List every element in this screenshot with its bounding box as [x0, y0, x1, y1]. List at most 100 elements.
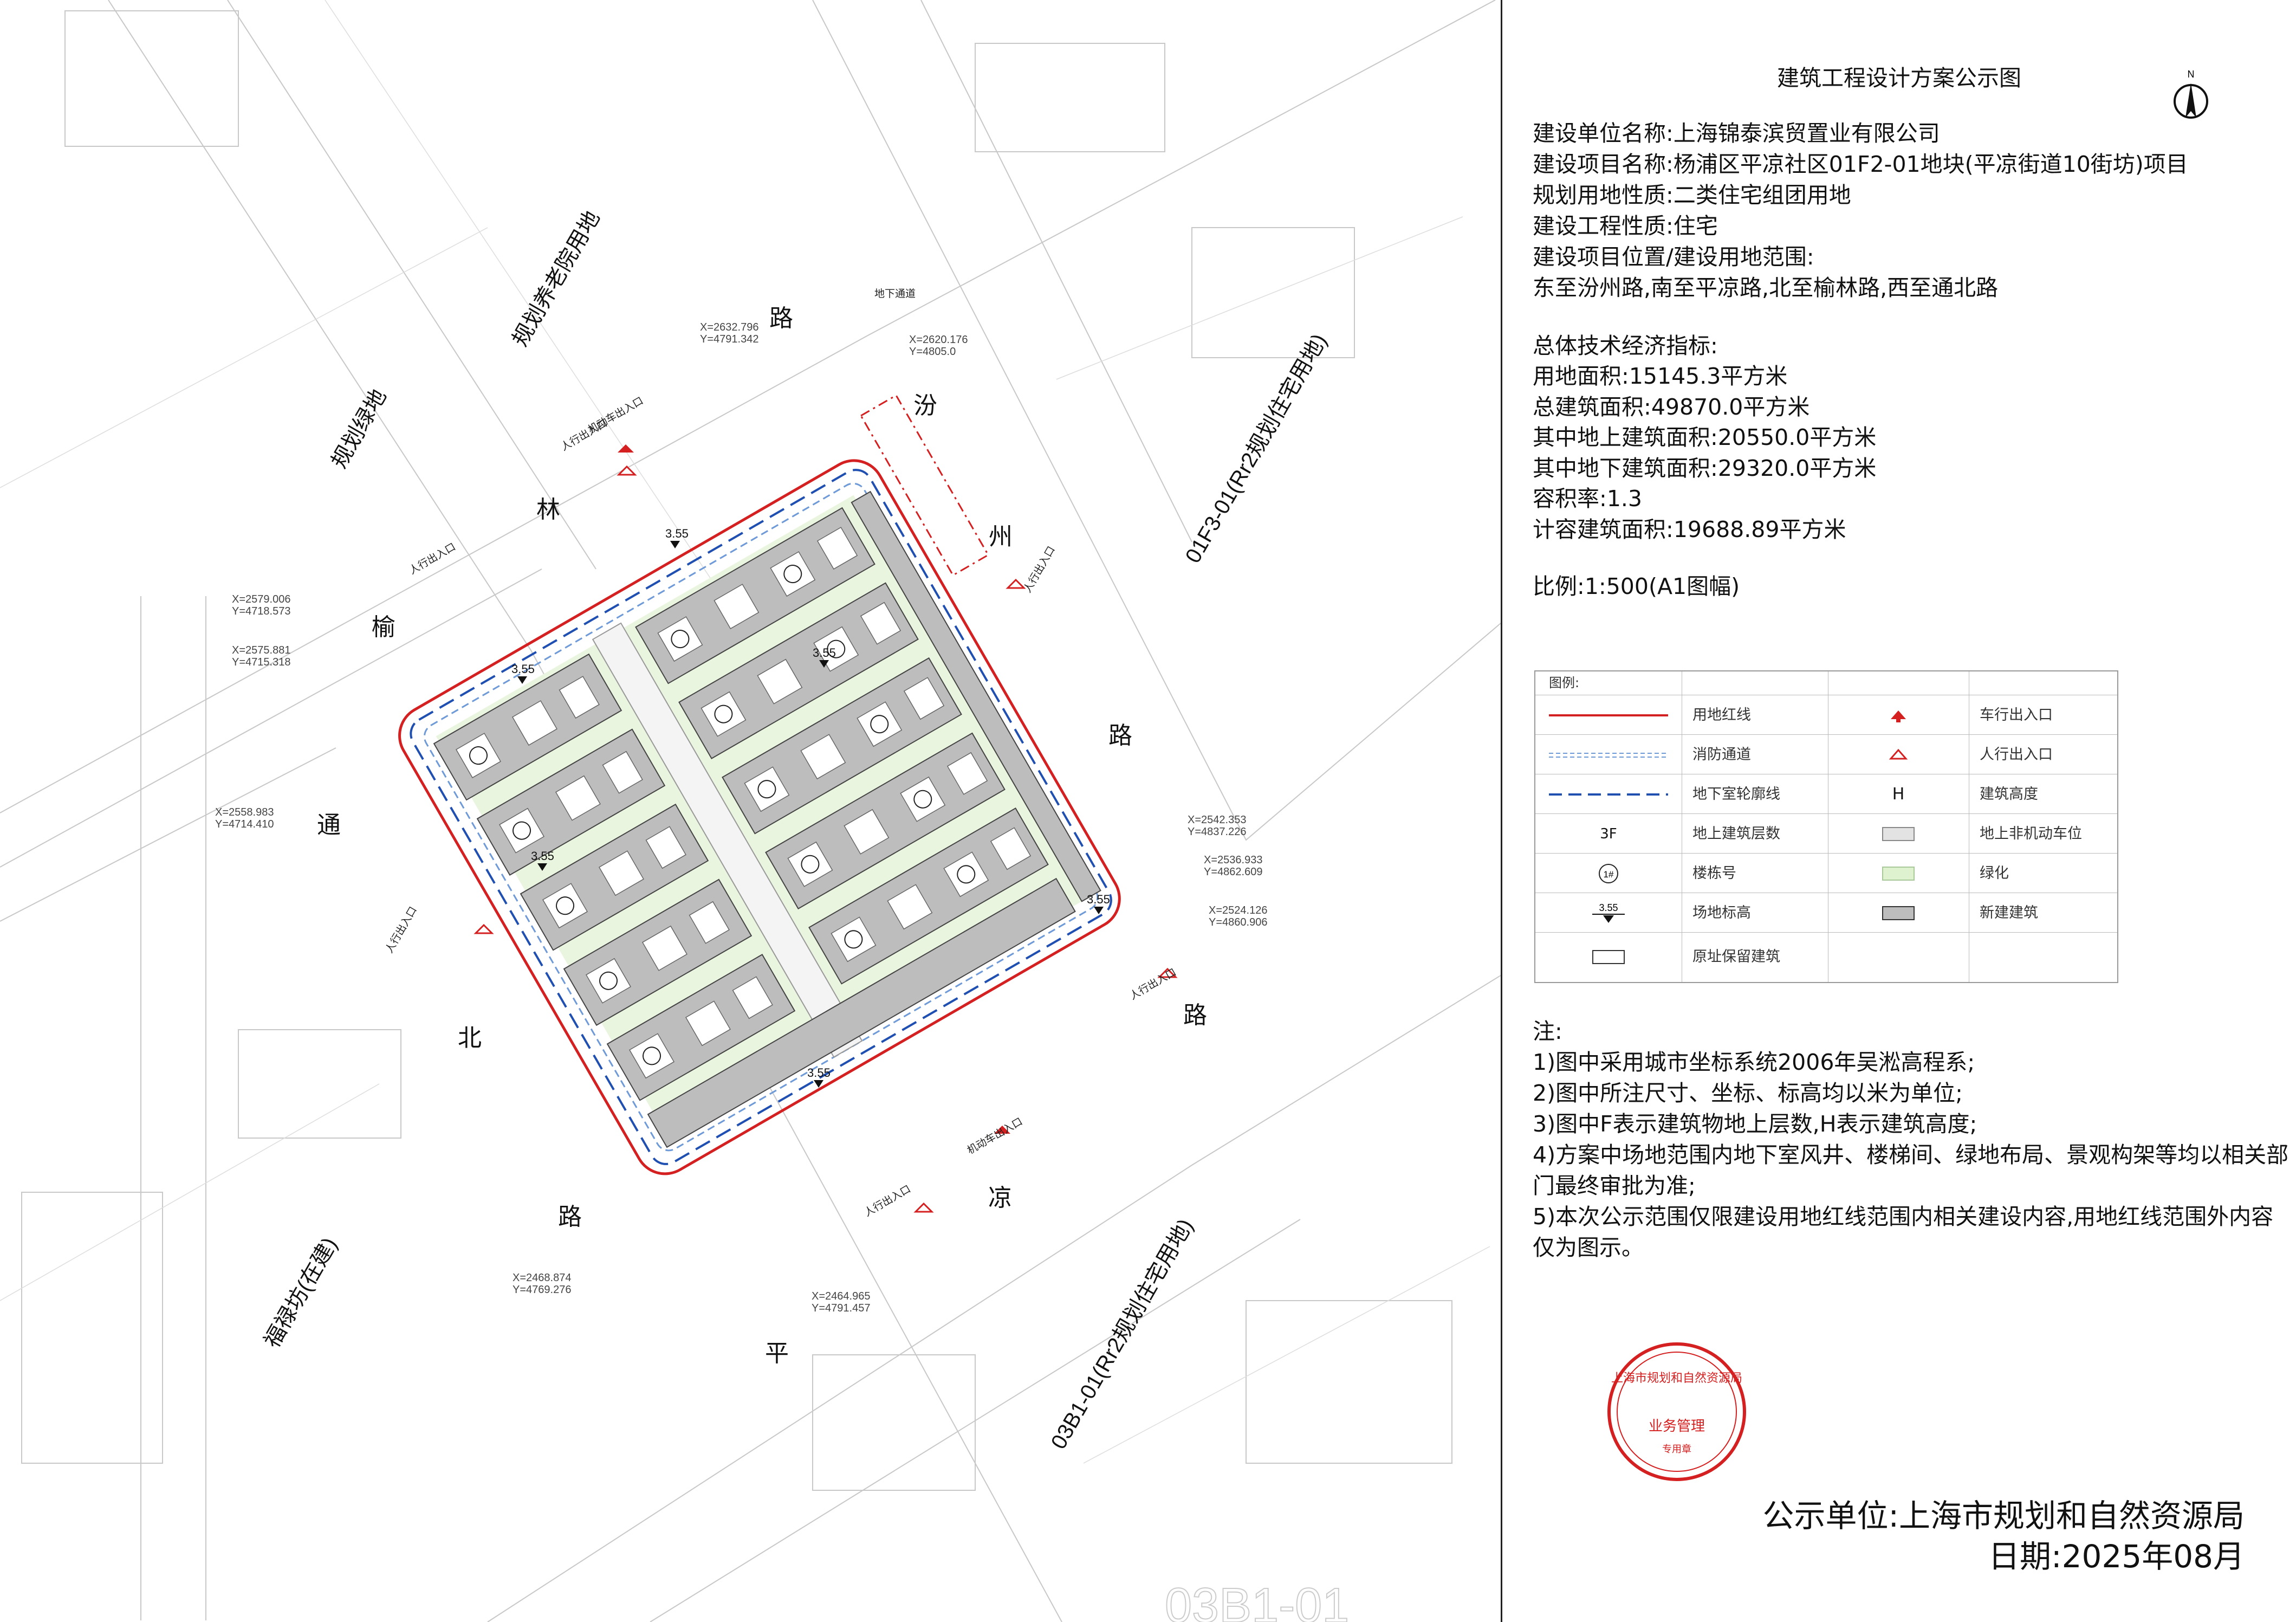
legend-label: 地下室轮廓线: [1692, 786, 1780, 803]
note: 门最终审批为准;: [1533, 1173, 1696, 1199]
svg-text:X=2579.006: X=2579.006: [232, 593, 290, 605]
svg-text:X=2542.353: X=2542.353: [1188, 814, 1246, 826]
svg-text:榆: 榆: [372, 614, 395, 641]
svg-text:州: 州: [989, 524, 1013, 550]
building-number-symbol: 1#: [1599, 863, 1618, 883]
drawing-title: 建筑工程设计方案公示图: [1777, 65, 2021, 91]
context-linework: [0, 0, 1501, 1622]
note: 1)图中采用城市坐标系统2006年吴淞高程系;: [1533, 1049, 1975, 1075]
svg-text:人行出入口: 人行出入口: [862, 1183, 913, 1219]
svg-text:机动车出入口: 机动车出入口: [586, 395, 646, 436]
floors-symbol: 3F: [1600, 825, 1617, 842]
svg-text:3.55: 3.55: [807, 1066, 831, 1080]
entrance-markers: [474, 444, 1178, 1213]
svg-text:X=2536.933: X=2536.933: [1204, 854, 1262, 866]
svg-text:Y=4837.226: Y=4837.226: [1188, 826, 1246, 838]
svg-text:03B1-01: 03B1-01: [1165, 1579, 1349, 1622]
panel-divider: [1501, 0, 1502, 1622]
svg-text:路: 路: [1183, 1002, 1207, 1029]
pedestrian-entry-icon: [1889, 748, 1908, 759]
indicator: 总建筑面积:49870.0平方米: [1533, 394, 1810, 420]
vehicle-entry-icon: [1891, 710, 1906, 722]
svg-text:3.55: 3.55: [1087, 893, 1110, 906]
svg-text:人行出入口: 人行出入口: [1128, 966, 1178, 1003]
note: 3)图中F表示建筑物地上层数,H表示建筑高度;: [1533, 1111, 1977, 1137]
svg-text:Y=4714.410: Y=4714.410: [215, 818, 274, 830]
svg-text:01F3-01(Rr2规划住宅用地): 01F3-01(Rr2规划住宅用地): [1181, 330, 1332, 567]
svg-text:X=2558.983: X=2558.983: [215, 806, 274, 818]
svg-text:X=2575.881: X=2575.881: [232, 644, 290, 656]
legend-label: 楼栋号: [1692, 865, 1736, 882]
bike-parking-symbol: [1882, 826, 1915, 841]
note: 5)本次公示范围仅限建设用地红线范围内相关建设内容,用地红线范围外内容: [1533, 1204, 2274, 1230]
note: 2)图中所注尺寸、坐标、标高均以米为单位;: [1533, 1080, 1963, 1106]
publisher: 公示单位:上海市规划和自然资源局: [1762, 1497, 2245, 1534]
legend-label: 消防通道: [1692, 746, 1751, 763]
svg-text:业务管理: 业务管理: [1649, 1418, 1705, 1434]
svg-text:机动车出入口: 机动车出入口: [965, 1115, 1025, 1156]
svg-text:Y=4791.457: Y=4791.457: [812, 1302, 870, 1314]
publish-date: 日期:2025年08月: [1988, 1538, 2245, 1575]
svg-text:Y=4805.0: Y=4805.0: [909, 346, 956, 358]
legend-label: 地上非机动车位: [1980, 825, 2082, 842]
svg-text:X=2524.126: X=2524.126: [1209, 904, 1267, 916]
legend-label: 建筑高度: [1980, 786, 2038, 803]
svg-text:3.55: 3.55: [665, 527, 689, 540]
elevation-symbol: 3.55: [1592, 902, 1625, 923]
legend-label: 用地红线: [1692, 707, 1751, 723]
official-seal: 上海市规划和自然资源局 业务管理 专用章: [1607, 1342, 1746, 1481]
site-plan: 3.55 3.55 3.55 3.55 3.55 3.55 X=2632.796…: [0, 0, 1501, 1622]
fire-lane-symbol: [1549, 752, 1668, 758]
svg-text:规划养老院用地: 规划养老院用地: [508, 207, 605, 350]
legend-title: 图例:: [1549, 675, 1580, 690]
svg-text:汾: 汾: [913, 392, 937, 419]
info-line: 规划用地性质:二类住宅组团用地: [1533, 182, 1851, 208]
svg-text:地下通道: 地下通道: [874, 288, 916, 300]
existing-building-symbol: [1592, 950, 1625, 964]
road-labels: 榆 林 路 汾 州 路 通 北 路 平 凉 路: [317, 305, 1207, 1367]
svg-text:3.55: 3.55: [813, 646, 836, 660]
svg-text:3.55: 3.55: [531, 849, 554, 863]
legend-label: 新建建筑: [1980, 904, 2038, 921]
svg-text:X=2632.796: X=2632.796: [700, 321, 758, 333]
elevation-markers: 3.55 3.55 3.55 3.55 3.55 3.55: [511, 527, 1110, 1088]
svg-text:路: 路: [769, 305, 793, 332]
svg-text:上海市规划和自然资源局: 上海市规划和自然资源局: [1611, 1371, 1742, 1385]
svg-text:3.55: 3.55: [511, 662, 535, 676]
info-line: 建设项目位置/建设用地范围:: [1533, 244, 1814, 270]
svg-text:路: 路: [1108, 722, 1132, 749]
legend-table: 图例: 用地红线 车行出入口 消防通道 人行出入口 地下室轮廓线 H 建筑高度 …: [1534, 670, 2118, 983]
legend-label: 原址保留建筑: [1692, 948, 1780, 965]
svg-text:3.55: 3.55: [1599, 902, 1618, 913]
svg-text:X=2620.176: X=2620.176: [909, 334, 968, 346]
svg-text:1#: 1#: [1604, 869, 1614, 880]
note: 仅为图示。: [1533, 1235, 1644, 1261]
basement-outline-symbol: [1549, 793, 1668, 796]
svg-text:人行出入口: 人行出入口: [383, 904, 419, 955]
info-line: 建设项目名称:杨浦区平凉社区01F2-01地块(平凉街道10街坊)项目: [1533, 151, 2188, 177]
indicator: 其中地上建筑面积:20550.0平方米: [1533, 424, 1877, 450]
legend-label: 地上建筑层数: [1692, 825, 1780, 842]
info-line: 建设工程性质:住宅: [1533, 213, 1718, 239]
legend-label: 车行出入口: [1980, 707, 2053, 723]
svg-text:Y=4860.906: Y=4860.906: [1209, 916, 1267, 928]
legend-label: 人行出入口: [1980, 746, 2053, 763]
indicator: 计容建筑面积:19688.89平方米: [1533, 516, 1846, 542]
svg-text:凉: 凉: [988, 1185, 1012, 1211]
legend-label: 场地标高: [1692, 904, 1751, 921]
svg-text:平: 平: [765, 1340, 789, 1367]
svg-text:03B1-01(Rr2规划住宅用地): 03B1-01(Rr2规划住宅用地): [1047, 1215, 1198, 1453]
new-building-symbol: [1882, 906, 1915, 920]
svg-text:福禄坊(在建): 福禄坊(在建): [260, 1233, 342, 1352]
scale-label: 比例:1:500(A1图幅): [1533, 573, 1740, 599]
north-arrow-icon: N: [2174, 69, 2208, 119]
svg-text:Y=4769.276: Y=4769.276: [513, 1284, 571, 1296]
red-line-symbol: [1549, 714, 1668, 716]
greenery-symbol: [1882, 866, 1915, 881]
svg-text:规划绿地: 规划绿地: [327, 385, 391, 473]
svg-text:Y=4791.342: Y=4791.342: [700, 333, 758, 345]
svg-text:通: 通: [317, 812, 341, 838]
note: 4)方案中场地范围内地下室风井、楼梯间、绿地布局、景观构架等均以相关部: [1533, 1142, 2289, 1168]
svg-text:N: N: [2188, 69, 2195, 80]
